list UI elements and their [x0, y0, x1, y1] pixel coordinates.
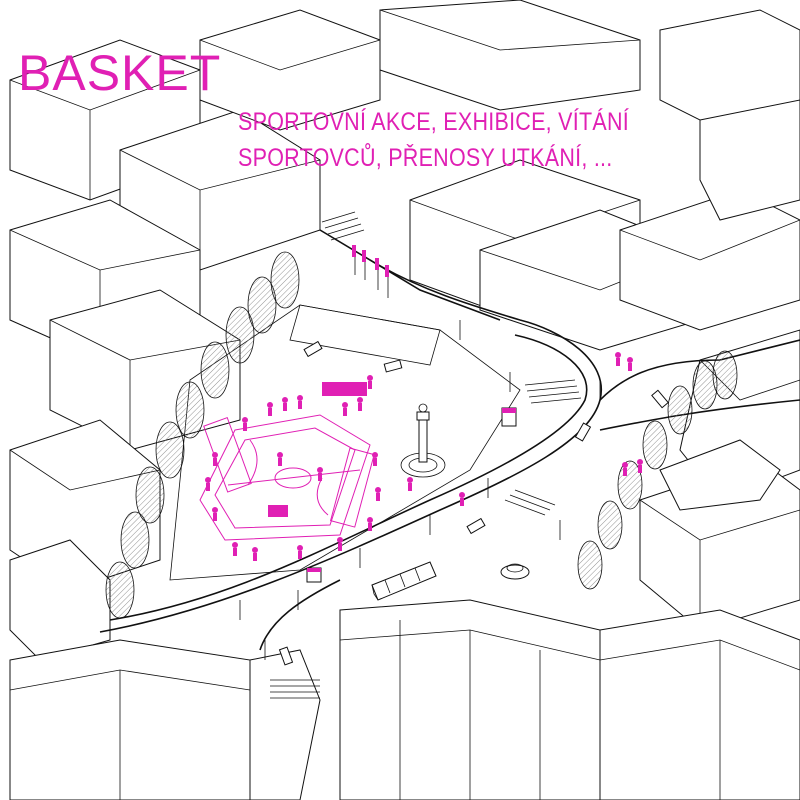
- tree-canopy: [135, 466, 165, 524]
- subtitle-line-1: SPORTOVNÍ AKCE, EXHIBICE, VÍTÁNÍ: [238, 108, 629, 136]
- tree-row-east: [577, 350, 738, 590]
- car-icon: [303, 340, 323, 358]
- tree-canopy: [642, 420, 668, 470]
- buildings-south: [9, 599, 800, 800]
- tree-canopy: [155, 421, 185, 479]
- car-icon: [574, 422, 592, 442]
- cars: [278, 340, 669, 666]
- car-icon: [466, 517, 486, 535]
- crosswalk-south: [270, 679, 320, 699]
- basketball-court-icon: [199, 382, 375, 541]
- buildings-north-east: [379, 0, 800, 351]
- crosswalk-east: [524, 379, 582, 404]
- tree-canopy: [667, 385, 693, 435]
- bus-icon: [371, 561, 437, 601]
- tree-canopy: [175, 381, 205, 439]
- crosswalk-north: [321, 211, 365, 241]
- car-icon: [383, 359, 403, 373]
- page-title: BASKET: [18, 45, 222, 101]
- tree-canopy: [712, 350, 738, 400]
- subtitle-line-2: SPORTOVCŮ, PŘENOSY UTKÁNÍ, ...: [238, 144, 613, 172]
- car-icon: [651, 389, 669, 409]
- tree-canopy: [597, 500, 623, 550]
- kiosks: [306, 407, 530, 583]
- tree-canopy: [247, 276, 277, 334]
- tree-canopy: [577, 540, 603, 590]
- column-fountain: [400, 403, 446, 478]
- town-square: [169, 304, 521, 581]
- tree-canopy: [225, 306, 255, 364]
- crosswalks: [270, 211, 582, 699]
- tree-canopy: [270, 251, 300, 309]
- flag-poles: [352, 245, 389, 298]
- street-lamps: [239, 320, 601, 660]
- tree-row-west: [105, 251, 300, 619]
- buildings-north-west: [9, 9, 381, 661]
- crosswalk-south-east: [504, 489, 556, 516]
- tree-canopy: [120, 511, 150, 569]
- tree-canopy: [200, 341, 230, 399]
- spectator-figures: [205, 352, 643, 561]
- car-icon: [278, 646, 294, 666]
- tree-canopy: [105, 561, 135, 619]
- page-subtitle: SPORTOVNÍ AKCE, EXHIBICE, VÍTÁNÍ SPORTOV…: [238, 104, 685, 176]
